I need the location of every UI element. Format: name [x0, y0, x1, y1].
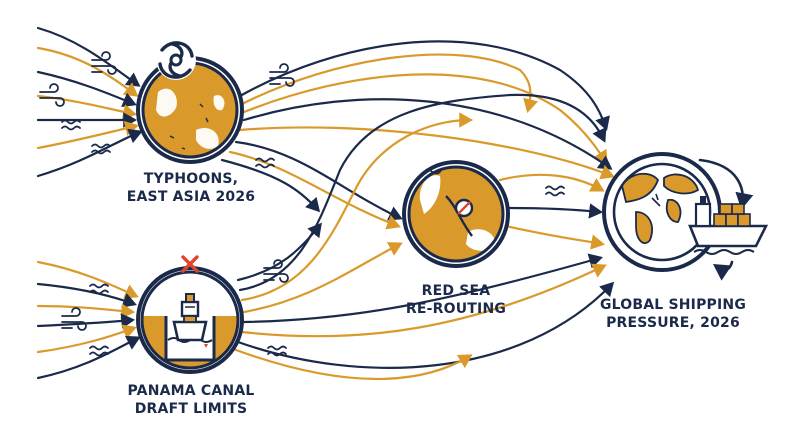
flow-line [238, 40, 610, 131]
typhoon-icon [156, 40, 196, 80]
typhoons-label-line-2: EAST ASIA 2026 [126, 189, 256, 205]
flow-line [238, 126, 615, 180]
flow-line [240, 112, 474, 302]
flow-line [508, 203, 604, 219]
typhoons-label-line-1: TYPHOONS, [143, 171, 239, 187]
red-sea-label-line-2: RE-ROUTING [405, 301, 507, 317]
wind-icon [263, 259, 289, 283]
flow-line [36, 324, 137, 354]
flow-line [36, 313, 136, 329]
flow-line [238, 93, 607, 292]
wave-icon [267, 345, 287, 357]
panama-label-line-2: DRAFT LIMITS [134, 401, 248, 417]
global-label-line-2: PRESSURE, 2026 [606, 315, 740, 331]
flow-line [242, 98, 613, 170]
flow-line [36, 260, 139, 299]
wave-icon [255, 157, 275, 169]
flow-line [234, 348, 473, 380]
flow-line [240, 263, 607, 338]
flow-line [36, 26, 141, 87]
flow-line [698, 158, 754, 210]
flow-line [220, 158, 321, 213]
flow-line [36, 335, 141, 380]
flow-line [242, 253, 603, 324]
flow-line [36, 46, 139, 97]
flow-line [228, 150, 401, 230]
flow-line [234, 140, 403, 221]
panama-label: PANAMA CANAL DRAFT LIMITS [116, 382, 266, 418]
flow-line [36, 70, 137, 107]
flow-line [236, 281, 615, 369]
wave-icon [89, 283, 109, 295]
global-label: GLOBAL SHIPPING PRESSURE, 2026 [598, 296, 748, 332]
wave-icon [89, 345, 109, 357]
flow-line [236, 222, 322, 282]
flow-lines [36, 26, 754, 380]
flow-line [240, 53, 539, 113]
flow-line [242, 242, 403, 314]
wave-icon [545, 185, 565, 197]
wave-icon [61, 119, 81, 131]
flow-line [712, 260, 734, 281]
flow-line [36, 303, 136, 319]
blocked-x-icon [181, 255, 199, 273]
flow-line [242, 73, 608, 165]
flow-line [36, 120, 140, 150]
typhoons-label: TYPHOONS, EAST ASIA 2026 [118, 170, 264, 206]
red-sea-label: RED SEA RE-ROUTING [396, 282, 516, 318]
no-entry-icon [454, 198, 474, 218]
wave-icon [91, 143, 111, 155]
wind-icon [61, 307, 87, 331]
flow-line [36, 128, 143, 178]
red-sea-globe-icon [402, 160, 510, 268]
wind-icon [39, 83, 65, 107]
wind-icon [91, 51, 117, 75]
panama-label-line-1: PANAMA CANAL [127, 383, 255, 399]
globe-container-ship-icon [602, 152, 769, 272]
wind-icon [269, 63, 295, 87]
flow-line [36, 282, 137, 308]
flow-line [498, 173, 605, 192]
global-label-line-1: GLOBAL SHIPPING [599, 297, 747, 313]
flow-line [504, 224, 606, 250]
canal-ship-icon [136, 266, 244, 374]
red-sea-label-line-1: RED SEA [421, 283, 491, 299]
